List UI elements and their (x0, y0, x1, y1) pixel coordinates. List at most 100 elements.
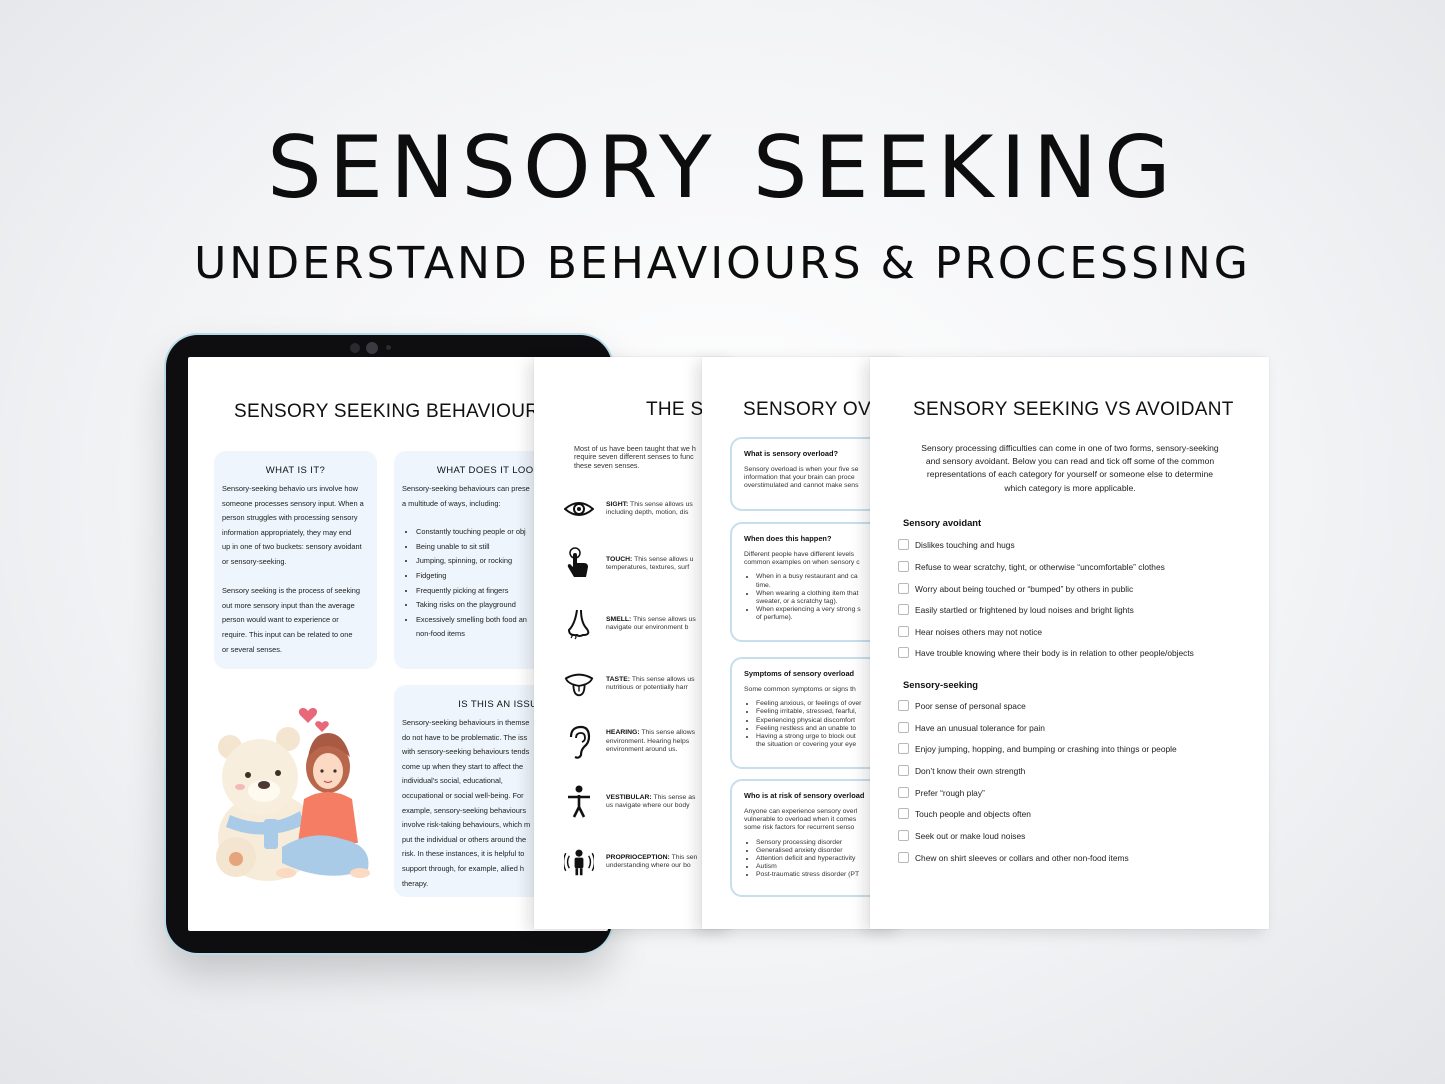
checkbox[interactable] (898, 626, 909, 637)
card-line: out more sensory input than the average (222, 600, 355, 610)
box-heading: Who is at risk of sensory overload (744, 791, 865, 800)
intro-line: require seven different senses to func (574, 452, 694, 462)
checklist-label: Chew on shirt sleeves or collars and oth… (915, 852, 1129, 863)
eye-icon (564, 494, 594, 524)
nose-icon (564, 609, 594, 640)
checklist-item[interactable]: Prefer “rough play” (898, 787, 985, 798)
card-line: or several senses. (222, 644, 282, 654)
sense-text: environment around us. (606, 746, 678, 754)
list-item: Jumping, spinning, or rocking (416, 554, 594, 569)
checklist-item[interactable]: Enjoy jumping, hopping, and bumping or c… (898, 743, 1177, 754)
card-line: come up when they start to affect the (402, 761, 524, 771)
checkbox[interactable] (898, 787, 909, 798)
bear-girl-illustration (216, 708, 370, 881)
checklist-item[interactable]: Touch people and objects often (898, 808, 1031, 819)
checklist-label: Poor sense of personal space (915, 700, 1026, 711)
sense-text: understanding where our bo (606, 862, 691, 869)
sense-text: This sense allows us (630, 500, 693, 508)
sense-name: SMELL: (606, 615, 632, 623)
intro-line: representations of each category for you… (926, 469, 1214, 480)
sense-text: This sense allows u (634, 555, 694, 563)
card-line: support through, for example, allied h (402, 863, 525, 873)
checkbox[interactable] (898, 604, 909, 615)
checkbox[interactable] (898, 539, 909, 550)
card-line: a multitude of ways, including: (402, 498, 501, 508)
checklist-item[interactable]: Don’t know their own strength (898, 765, 1025, 776)
list-item: Feeling restless and an unable to (756, 725, 876, 733)
list-item: Constantly touching people or obj (416, 525, 594, 540)
card-heading: WHAT DOES IT LOOK LIKE? (436, 465, 572, 476)
checklist-item[interactable]: Chew on shirt sleeves or collars and oth… (898, 852, 1129, 863)
list-item: Fidgeting (416, 569, 594, 584)
checklist-item[interactable]: Poor sense of personal space (898, 700, 1026, 711)
checkbox[interactable] (898, 647, 909, 658)
checklist-item[interactable]: Have trouble knowing where their body is… (898, 647, 1194, 658)
checklist-label: Don’t know their own strength (915, 765, 1026, 776)
card-spacer (214, 570, 377, 585)
list-item: When wearing a clothing item that (756, 590, 876, 598)
checkbox[interactable] (898, 583, 909, 594)
card-heading: IS THIS AN ISSUE? (458, 699, 550, 710)
page-title: SENSORY OVE (743, 399, 884, 420)
list-item: time. (756, 581, 771, 589)
camera-dot (350, 343, 360, 353)
list-item: Sensory processing disorder (756, 839, 876, 847)
checkbox[interactable] (898, 743, 909, 754)
card-line: example, sensory-seeking behaviours (402, 805, 527, 815)
sense-text: nutritious or potentially harr (606, 684, 688, 691)
overload-box: When does this happen? Different people … (730, 522, 890, 642)
tablet-screen: SENSORY SEEKING BEHAVIOURS WHAT IS IT? S… (188, 357, 608, 931)
intro-line: which category is more applicable. (1004, 482, 1136, 493)
checklist-item[interactable]: Easily startled or frightened by loud no… (898, 604, 1134, 615)
checklist-item[interactable]: Hear noises others may not notice (898, 626, 1042, 637)
page-title: THE SI (646, 399, 710, 420)
checklist-label: Have an unusual tolerance for pain (915, 722, 1045, 733)
list-item: Being unable to sit still (416, 540, 594, 555)
checklist-item[interactable]: Have an unusual tolerance for pain (898, 722, 1045, 733)
list-item: non-food items (416, 629, 465, 639)
sense-text: This sense allows (641, 729, 696, 737)
box-line: information that your brain can proce (744, 474, 855, 482)
camera-lens (366, 342, 378, 354)
card-line: involve risk-taking behaviours, which m (402, 820, 531, 830)
checklist-label: Enjoy jumping, hopping, and bumping or c… (915, 743, 1177, 754)
checkbox[interactable] (898, 808, 909, 819)
card-line: with sensory-seeking behaviours tends (402, 747, 530, 757)
box-heading: When does this happen? (744, 534, 832, 543)
intro-line: Most of us have been taught that we h (574, 444, 696, 453)
card-line: require. This input can be related to on… (222, 629, 353, 639)
checklist-item[interactable]: Worry about being touched or “bumped” by… (898, 583, 1133, 594)
card-line: put the individual or others around the (402, 834, 527, 844)
list-item: Feeling anxious, or feelings of over (756, 700, 876, 708)
card-line: Sensory-seeking behavio urs involve how (222, 484, 358, 493)
checkbox[interactable] (898, 700, 909, 711)
checklist-item[interactable]: Seek out or make loud noises (898, 830, 1025, 841)
sense-name: HEARING: (606, 729, 640, 737)
checkbox[interactable] (898, 561, 909, 572)
box-line: Different people have different levels (744, 551, 855, 558)
box-heading: What is sensory overload? (744, 449, 839, 458)
ear-icon (564, 725, 594, 759)
list-item: Autism (756, 863, 876, 871)
checkbox[interactable] (898, 765, 909, 776)
hero-subtitle: UNDERSTAND BEHAVIOURS & PROCESSING (194, 238, 1251, 289)
list-item: Frequently picking at fingers (416, 584, 594, 599)
checkbox[interactable] (898, 830, 909, 841)
sense-text: This sense allows us (631, 675, 695, 683)
checkbox[interactable] (898, 722, 909, 733)
box-line: Sensory overload is when your five se (744, 466, 859, 473)
checkbox[interactable] (898, 852, 909, 863)
card-line: Sensory-seeking behaviours in themse (402, 718, 530, 727)
page-title: SENSORY SEEKING VS AVOIDANT (913, 399, 1234, 420)
card-line: individual's social, educational, (402, 776, 503, 786)
box-line: Some common symptoms or signs th (744, 686, 856, 693)
list-item: When experiencing a very strong s (756, 606, 876, 614)
checklist-item[interactable]: Dislikes touching and hugs (898, 539, 1015, 550)
checklist-item[interactable]: Refuse to wear scratchy, tight, or other… (898, 561, 1165, 572)
checklist-label: Easily startled or frightened by loud no… (915, 604, 1134, 615)
overload-box: What is sensory overload? Sensory overlo… (730, 437, 890, 511)
sense-text: us navigate where our body (606, 802, 690, 809)
